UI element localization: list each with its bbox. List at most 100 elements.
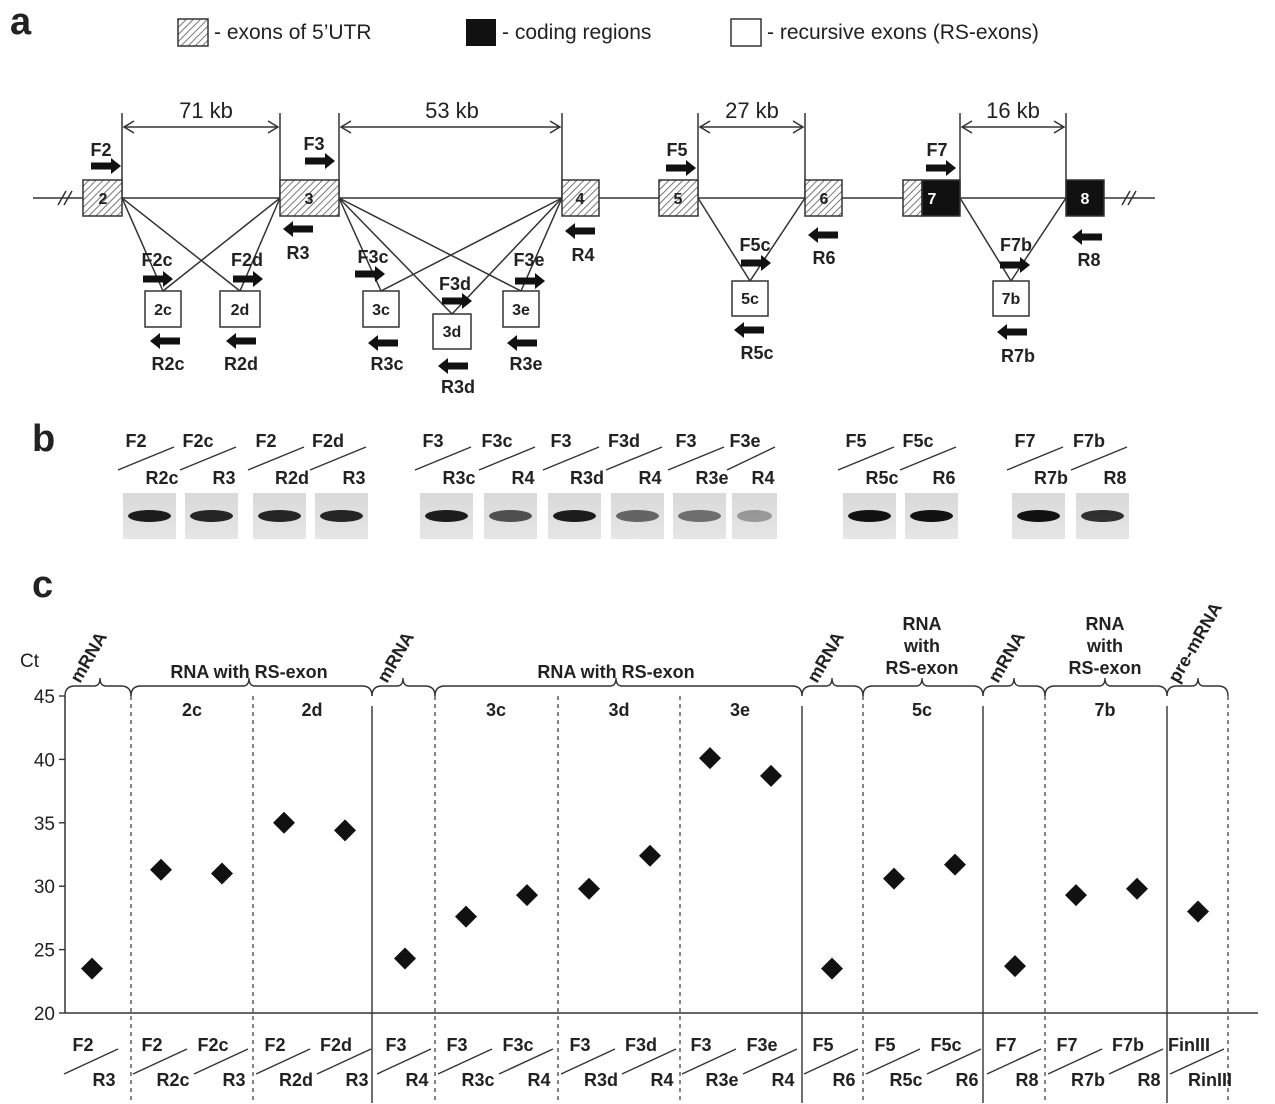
x-label-reverse: R4 [405,1070,428,1090]
y-tick-label: 40 [34,750,55,771]
x-label-forward: F3 [569,1035,590,1055]
x-label-slash [132,1048,188,1075]
gel-lane-reverse-primer: R3e [695,468,728,488]
legend-utr-label: - exons of 5’UTR [214,21,372,44]
panel-label-a: a [10,1,32,43]
x-label-forward: F7 [1056,1035,1077,1055]
x-label-reverse: R5c [889,1070,922,1090]
data-point-FinIII-RinIII [1187,900,1209,923]
primer-labels: F2 F3 F5 F7 R3 R4 R6 R8 F2c F2d R2c R2d … [90,134,1100,397]
x-label-slash [803,1048,859,1075]
x-label-reverse: R8 [1137,1070,1160,1090]
distance-label-27kb: 27 kb [725,98,779,123]
reverse-primer-arrow [1072,229,1102,245]
group-label-line: RS-exon [885,658,958,678]
group-label-rs1: RNA with RS-exon [170,662,327,682]
x-label-slash [742,1048,798,1075]
group-label-line: RS-exon [1068,658,1141,678]
gel-lane-slash [117,446,175,471]
gel-lane-forward-primer: F2 [255,431,276,451]
x-label-reverse: R7b [1071,1070,1105,1090]
gel-lane-reverse-primer: R2d [275,468,309,488]
rs-exon-2d [219,290,261,328]
group-label-sub5c: 5c [912,700,932,720]
gel-lane-reverse-primer: R4 [511,468,534,488]
x-label-reverse: R3 [92,1070,115,1090]
distance-label-53kb: 53 kb [425,98,479,123]
reverse-primer-arrow [997,324,1027,340]
x-label-slash [498,1048,554,1075]
x-label-reverse: R3 [222,1070,245,1090]
group-label-sub2d: 2d [301,700,322,720]
group-brace [982,677,1046,697]
x-label-slash [1108,1048,1164,1075]
gel-lane-reverse-primer: R2c [145,468,178,488]
distance-arrows [122,120,1066,134]
gel-lane-slash [837,446,895,471]
group-label-sub7b: 7b [1094,700,1115,720]
group-brace [862,677,984,697]
data-point-F7b-R8 [1126,877,1148,900]
x-label-reverse: R4 [771,1070,794,1090]
x-label-slash [316,1048,372,1075]
data-point-F3-R4 [394,947,416,970]
gel-lane-reverse-primer: R5c [865,468,898,488]
gel-band [320,510,363,522]
gel-lane-forward-primer: F3d [608,431,640,451]
x-label-slash [681,1048,737,1075]
group-label-line: RNA [903,614,942,634]
gel-lane-forward-primer: F3 [422,431,443,451]
rs-exon-3c-label: 3c [372,302,390,319]
exon-5 [658,179,699,217]
exon-5-label: 5 [674,191,683,208]
rs-exon-3e-label: 3e [512,302,530,319]
gel-lane-reverse-primer: R3d [570,468,604,488]
forward-primer-arrow [666,160,696,176]
primer-arrows [91,153,1102,374]
gel-lane-forward-primer: F7b [1073,431,1105,451]
primer-R3d: R3d [441,377,475,397]
distance-label-71kb: 71 kb [179,98,233,123]
y-tick-label: 25 [34,941,55,962]
x-label-reverse: RinIII [1188,1070,1232,1090]
panel-label-b: b [32,418,55,460]
group-brace [64,677,132,697]
primer-R3: R3 [286,243,309,263]
primer-F2c: F2c [141,250,172,270]
gel-lane-forward-primer: F3e [729,431,760,451]
reverse-primer-arrow [283,221,313,237]
group-label-sub3e: 3e [730,700,750,720]
break-mark-left [57,190,67,206]
break-mark-right-2 [1127,190,1137,206]
gel-lane-forward-primer: F3 [550,431,571,451]
main-exons [82,179,1105,217]
x-label-slash [560,1048,616,1075]
data-point-F5-R6 [821,957,843,980]
y-axis-label: Ct [20,651,40,672]
reverse-primer-arrow [565,223,595,239]
exon-2-label: 2 [99,191,108,208]
data-point-F2d-R3 [334,819,356,842]
gel-lane-slash [1070,446,1128,471]
gel-lane-slash [478,446,536,471]
legend: - exons of 5’UTR - coding regions - recu… [177,18,1039,47]
x-label-forward: F3e [746,1035,777,1055]
x-label-slash [1047,1048,1103,1075]
data-point-F3-R3d [578,877,600,900]
gel-lane-reverse-primer: R4 [638,468,661,488]
gel-lane-reverse-primer: R3c [442,468,475,488]
x-label-forward: F2d [320,1035,352,1055]
gel-band [1017,510,1060,522]
primer-R2c: R2c [151,354,184,374]
